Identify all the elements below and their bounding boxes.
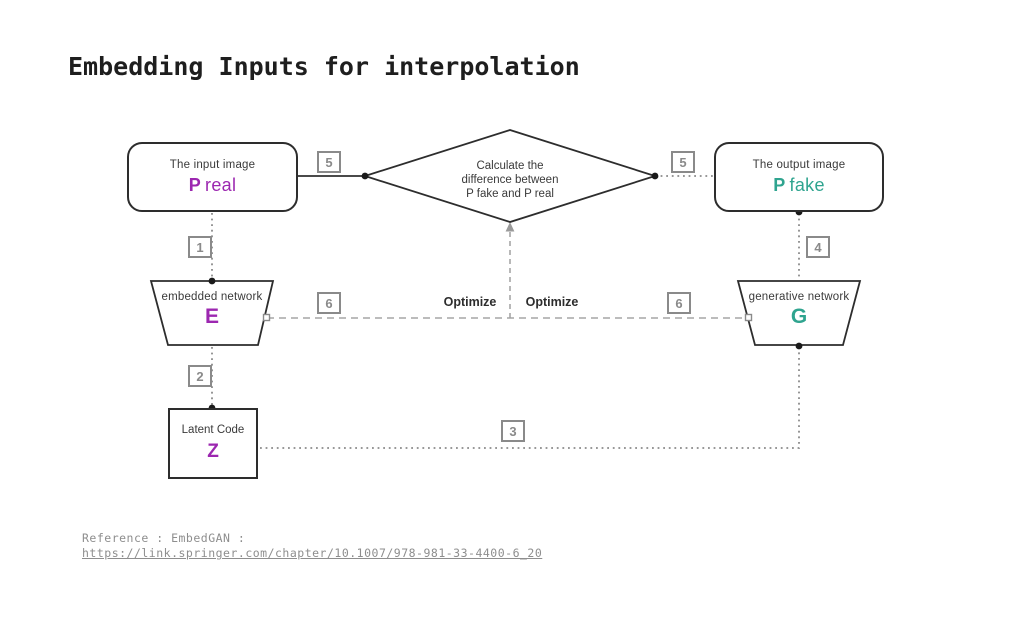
latent-code-node: Latent Code Z — [168, 408, 258, 479]
square-marker — [262, 313, 271, 322]
badge-step-4: 4 — [806, 236, 830, 258]
symbol-real-suffix: real — [205, 174, 237, 195]
badge-step-5-left: 5 — [317, 151, 341, 173]
badge-step-2: 2 — [188, 365, 212, 387]
difference-line1: Calculate the — [476, 160, 544, 172]
input-image-label: The input image — [169, 158, 256, 171]
junction-dot — [361, 172, 369, 180]
square-marker — [744, 313, 753, 322]
embedded-network-shape — [149, 280, 275, 346]
junction-dot — [651, 172, 659, 180]
symbol-z: Z — [207, 441, 219, 462]
difference-line2: difference between — [461, 174, 559, 186]
reference-label: Reference : EmbedGAN : — [82, 531, 246, 545]
arrowhead-up-icon — [505, 222, 515, 232]
diamond-difference-node — [362, 129, 658, 223]
badge-step-6-left: 6 — [317, 292, 341, 314]
reference-link[interactable]: https://link.springer.com/chapter/10.100… — [82, 546, 543, 560]
junction-dot — [795, 342, 803, 350]
generative-network-shape — [736, 280, 862, 346]
badge-step-3: 3 — [501, 420, 525, 442]
difference-node-text: Calculate the difference between P fake … — [430, 159, 590, 201]
optimize-label-left: Optimize — [443, 295, 497, 309]
edge-latent-to-generative — [260, 348, 800, 449]
output-image-label: The output image — [752, 158, 846, 171]
reference-block: Reference : EmbedGAN : https://link.spri… — [82, 531, 542, 561]
page-title: Embedding Inputs for interpolation — [68, 52, 580, 81]
junction-dot — [208, 277, 216, 285]
badge-step-1: 1 — [188, 236, 212, 258]
symbol-p-real: P — [188, 174, 202, 195]
symbol-fake-suffix: fake — [789, 174, 825, 195]
symbol-p-fake: P — [773, 174, 786, 195]
latent-code-label: Latent Code — [181, 424, 245, 436]
badge-step-6-right: 6 — [667, 292, 691, 314]
badge-step-5-right: 5 — [671, 151, 695, 173]
difference-line3: P fake and P real — [466, 188, 554, 200]
optimize-label-right: Optimize — [525, 295, 579, 309]
